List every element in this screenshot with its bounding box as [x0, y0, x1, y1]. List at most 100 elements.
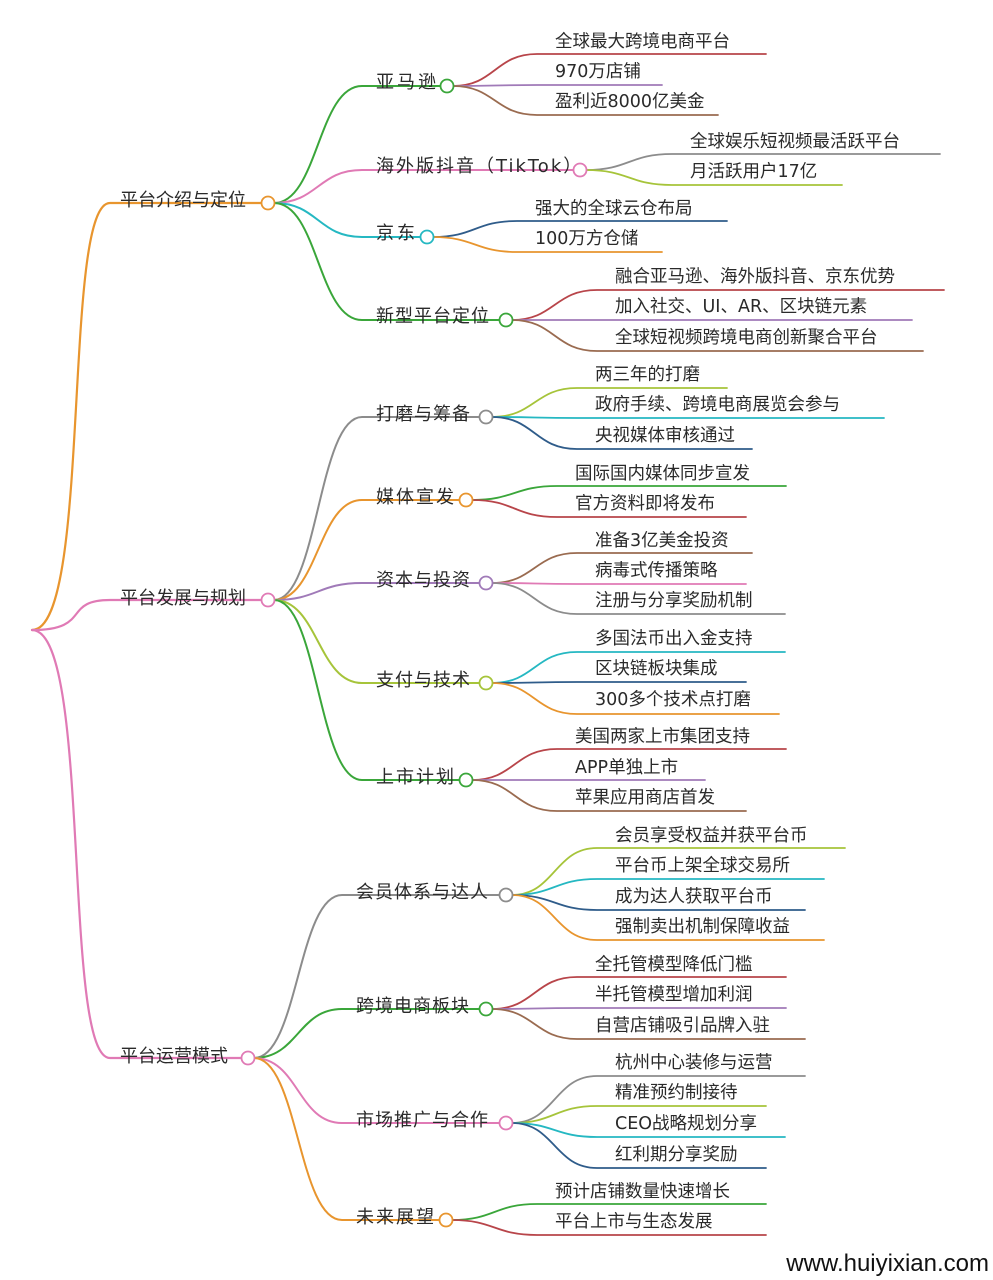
- leaf-connector: [511, 878, 825, 896]
- sub-branch-connector: [253, 1057, 441, 1221]
- sub-branch-connector: [253, 1057, 501, 1124]
- watermark-text: www.huiyixian.com: [786, 1250, 989, 1277]
- leaf-label: 融合亚马逊、海外版抖音、京东优势: [615, 267, 895, 287]
- leaf-label: 区块链板块集成: [595, 659, 718, 679]
- sub-branch-label: 海外版抖音（TikTok）: [376, 156, 584, 177]
- leaf-label: 300多个技术点打磨: [595, 690, 751, 710]
- leaf-connector: [491, 387, 728, 418]
- leaf-label: 成为达人获取平台币: [615, 887, 773, 907]
- leaf-connector: [432, 220, 728, 238]
- leaf-connector: [511, 847, 846, 896]
- leaf-label: 美国两家上市集团支持: [575, 727, 750, 747]
- leaf-connector: [452, 53, 767, 87]
- leaf-connector: [471, 748, 787, 781]
- branch-label: 平台发展与规划: [120, 588, 246, 609]
- sub-branch-connector: [253, 1008, 481, 1059]
- leaf-label: 加入社交、UI、AR、区块链元素: [615, 297, 868, 317]
- leaf-label: 病毒式传播策略: [595, 561, 718, 581]
- sub-branch-label: 会员体系与达人: [356, 882, 489, 903]
- leaf-connector: [471, 779, 747, 812]
- sub-branch-label: 资本与投资: [376, 570, 471, 591]
- leaf-label: 准备3亿美金投资: [595, 531, 729, 551]
- sub-branch-node[interactable]: [478, 675, 494, 691]
- leaf-connector: [471, 485, 787, 501]
- leaf-connector: [451, 1203, 767, 1221]
- sub-branch-connector: [273, 202, 422, 238]
- leaf-label: 970万店铺: [555, 62, 641, 82]
- leaf-connector: [491, 682, 780, 715]
- leaf-label: 官方资料即将发布: [575, 494, 715, 514]
- leaf-connector: [491, 1008, 806, 1040]
- leaf-label: 精准预约制接待: [615, 1083, 738, 1103]
- leaf-label: 盈利近8000亿美金: [555, 92, 705, 112]
- leaf-label: 国际国内媒体同步宣发: [575, 464, 750, 484]
- sub-branch-node[interactable]: [478, 575, 494, 591]
- sub-branch-node[interactable]: [498, 1115, 514, 1131]
- leaf-connector: [511, 319, 924, 352]
- leaf-connector: [511, 1075, 806, 1124]
- sub-branch-label: 跨境电商板块: [356, 996, 470, 1017]
- leaf-connector: [585, 169, 843, 186]
- leaf-label: 杭州中心装修与运营: [615, 1053, 773, 1073]
- leaf-label: 预计店铺数量快速增长: [555, 1182, 730, 1202]
- leaf-connector: [491, 976, 787, 1010]
- leaf-connector: [511, 1122, 767, 1169]
- sub-branch-connector: [273, 599, 481, 684]
- leaf-label: 月活跃用户17亿: [690, 162, 818, 182]
- leaf-label: 平台上市与生态发展: [555, 1212, 713, 1232]
- leaf-label: 全球短视频跨境电商创新聚合平台: [615, 328, 878, 348]
- sub-branch-node[interactable]: [458, 772, 474, 788]
- sub-branch-connector: [273, 416, 481, 601]
- leaf-connector: [511, 894, 806, 911]
- branch-connector: [30, 201, 264, 632]
- sub-branch-node[interactable]: [498, 887, 514, 903]
- leaf-connector: [491, 1007, 787, 1010]
- leaf-label: 全球最大跨境电商平台: [555, 32, 730, 52]
- sub-branch-label: 媒体宣发: [376, 487, 456, 508]
- leaf-label: CEO战略规划分享: [615, 1114, 758, 1134]
- leaf-label: 两三年的打磨: [595, 365, 700, 385]
- branch-label: 平台介绍与定位: [120, 190, 246, 211]
- leaf-connector: [451, 1219, 767, 1236]
- leaf-label: 全托管模型降低门槛: [595, 955, 753, 975]
- leaf-connector: [511, 1105, 767, 1124]
- sub-branch-label: 京东: [376, 223, 418, 244]
- leaf-label: 苹果应用商店首发: [575, 788, 715, 808]
- leaf-connector: [491, 582, 786, 615]
- branch-connector: [30, 598, 264, 632]
- sub-branch-label: 亚马逊: [376, 72, 439, 93]
- branch-node[interactable]: [260, 195, 276, 211]
- sub-branch-connector: [273, 202, 501, 321]
- leaf-label: APP单独上市: [575, 758, 679, 778]
- leaf-label: 多国法币出入金支持: [595, 629, 753, 649]
- sub-branch-connector: [253, 894, 501, 1059]
- sub-branch-node[interactable]: [419, 229, 435, 245]
- leaf-connector: [491, 582, 747, 585]
- sub-branch-label: 未来展望: [356, 1207, 436, 1228]
- leaf-connector: [511, 289, 945, 321]
- sub-branch-node[interactable]: [478, 1001, 494, 1017]
- leaf-connector: [491, 416, 753, 450]
- sub-branch-label: 支付与技术: [376, 670, 471, 691]
- leaf-label: 平台币上架全球交易所: [615, 856, 790, 876]
- leaf-connector: [511, 1122, 786, 1138]
- sub-branch-node[interactable]: [572, 162, 588, 178]
- sub-branch-connector: [273, 499, 461, 601]
- leaf-connector: [491, 651, 786, 684]
- leaf-label: 自营店铺吸引品牌入驻: [595, 1016, 770, 1036]
- branch-connector: [30, 628, 244, 1060]
- sub-branch-node[interactable]: [458, 492, 474, 508]
- sub-branch-node[interactable]: [438, 1212, 454, 1228]
- leaf-label: 强制卖出机制保障收益: [615, 917, 790, 937]
- sub-branch-label: 新型平台定位: [376, 306, 490, 327]
- leaf-label: 半托管模型增加利润: [595, 985, 753, 1005]
- leaf-label: 会员享受权益并获平台币: [615, 826, 808, 846]
- sub-branch-node[interactable]: [478, 409, 494, 425]
- branch-node[interactable]: [260, 592, 276, 608]
- leaf-label: 政府手续、跨境电商展览会参与: [595, 395, 840, 415]
- branch-label: 平台运营模式: [120, 1046, 228, 1067]
- leaf-connector: [491, 552, 753, 584]
- sub-branch-node[interactable]: [439, 78, 455, 94]
- sub-branch-node[interactable]: [498, 312, 514, 328]
- branch-node[interactable]: [240, 1050, 256, 1066]
